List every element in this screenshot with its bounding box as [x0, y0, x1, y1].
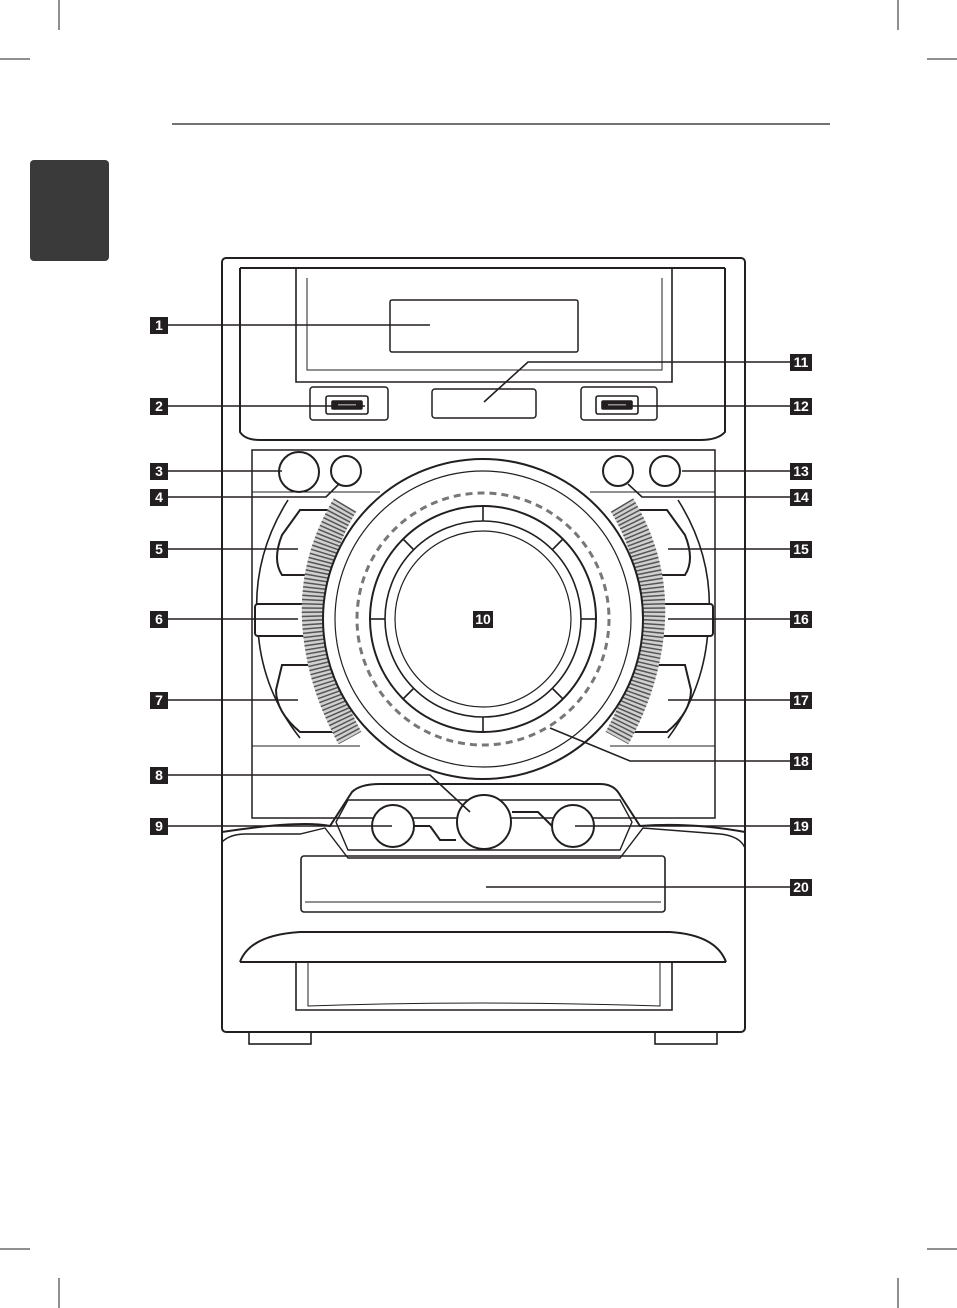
disc-tray[interactable]	[301, 856, 665, 912]
callout-19: 19	[790, 818, 812, 835]
volume-knob[interactable]	[457, 795, 511, 849]
svg-text:5: 5	[155, 541, 163, 557]
power-button[interactable]	[279, 452, 319, 492]
svg-text:6: 6	[155, 611, 163, 627]
callout-13: 13	[790, 463, 812, 480]
chapter-tab	[30, 160, 109, 261]
callout-3: 3	[150, 463, 168, 480]
svg-text:17: 17	[793, 692, 809, 708]
svg-text:8: 8	[155, 767, 163, 783]
svg-text:9: 9	[155, 818, 163, 834]
callout-2: 2	[150, 398, 168, 415]
callout-4: 4	[150, 489, 168, 506]
svg-text:20: 20	[793, 879, 809, 895]
callout-8: 8	[150, 767, 168, 784]
callout-14: 14	[790, 489, 812, 506]
svg-text:14: 14	[793, 489, 809, 505]
svg-text:16: 16	[793, 611, 809, 627]
foot-left	[249, 1032, 311, 1044]
callout-10: 10	[473, 611, 493, 628]
svg-text:3: 3	[155, 463, 163, 479]
top-right-button-outer[interactable]	[650, 456, 680, 486]
svg-text:7: 7	[155, 692, 163, 708]
remote-sensor	[432, 389, 536, 418]
display-window	[390, 300, 578, 352]
callout-9: 9	[150, 818, 168, 835]
svg-text:10: 10	[475, 611, 491, 627]
callout-7: 7	[150, 692, 168, 709]
usb-port-icon	[326, 396, 368, 414]
callout-18: 18	[790, 753, 812, 770]
callout-1: 1	[150, 317, 168, 334]
function-button[interactable]	[331, 456, 361, 486]
top-right-button-inner[interactable]	[603, 456, 633, 486]
lower-control-panel	[222, 784, 745, 1044]
svg-text:19: 19	[793, 818, 809, 834]
svg-text:13: 13	[793, 463, 809, 479]
svg-text:2: 2	[155, 398, 163, 414]
callout-12: 12	[790, 398, 812, 415]
callout-20: 20	[790, 879, 812, 896]
usb-port-icon	[596, 396, 638, 414]
svg-text:18: 18	[793, 753, 809, 769]
svg-text:12: 12	[793, 398, 809, 414]
callout-6: 6	[150, 611, 168, 628]
foot-right	[655, 1032, 717, 1044]
svg-text:15: 15	[793, 541, 809, 557]
callout-5: 5	[150, 541, 168, 558]
callout-11: 11	[790, 354, 812, 371]
svg-text:4: 4	[155, 489, 163, 505]
callout-15: 15	[790, 541, 812, 558]
callout-17: 17	[790, 692, 812, 709]
svg-text:11: 11	[794, 354, 809, 370]
callout-16: 16	[790, 611, 812, 628]
svg-text:1: 1	[155, 317, 163, 333]
